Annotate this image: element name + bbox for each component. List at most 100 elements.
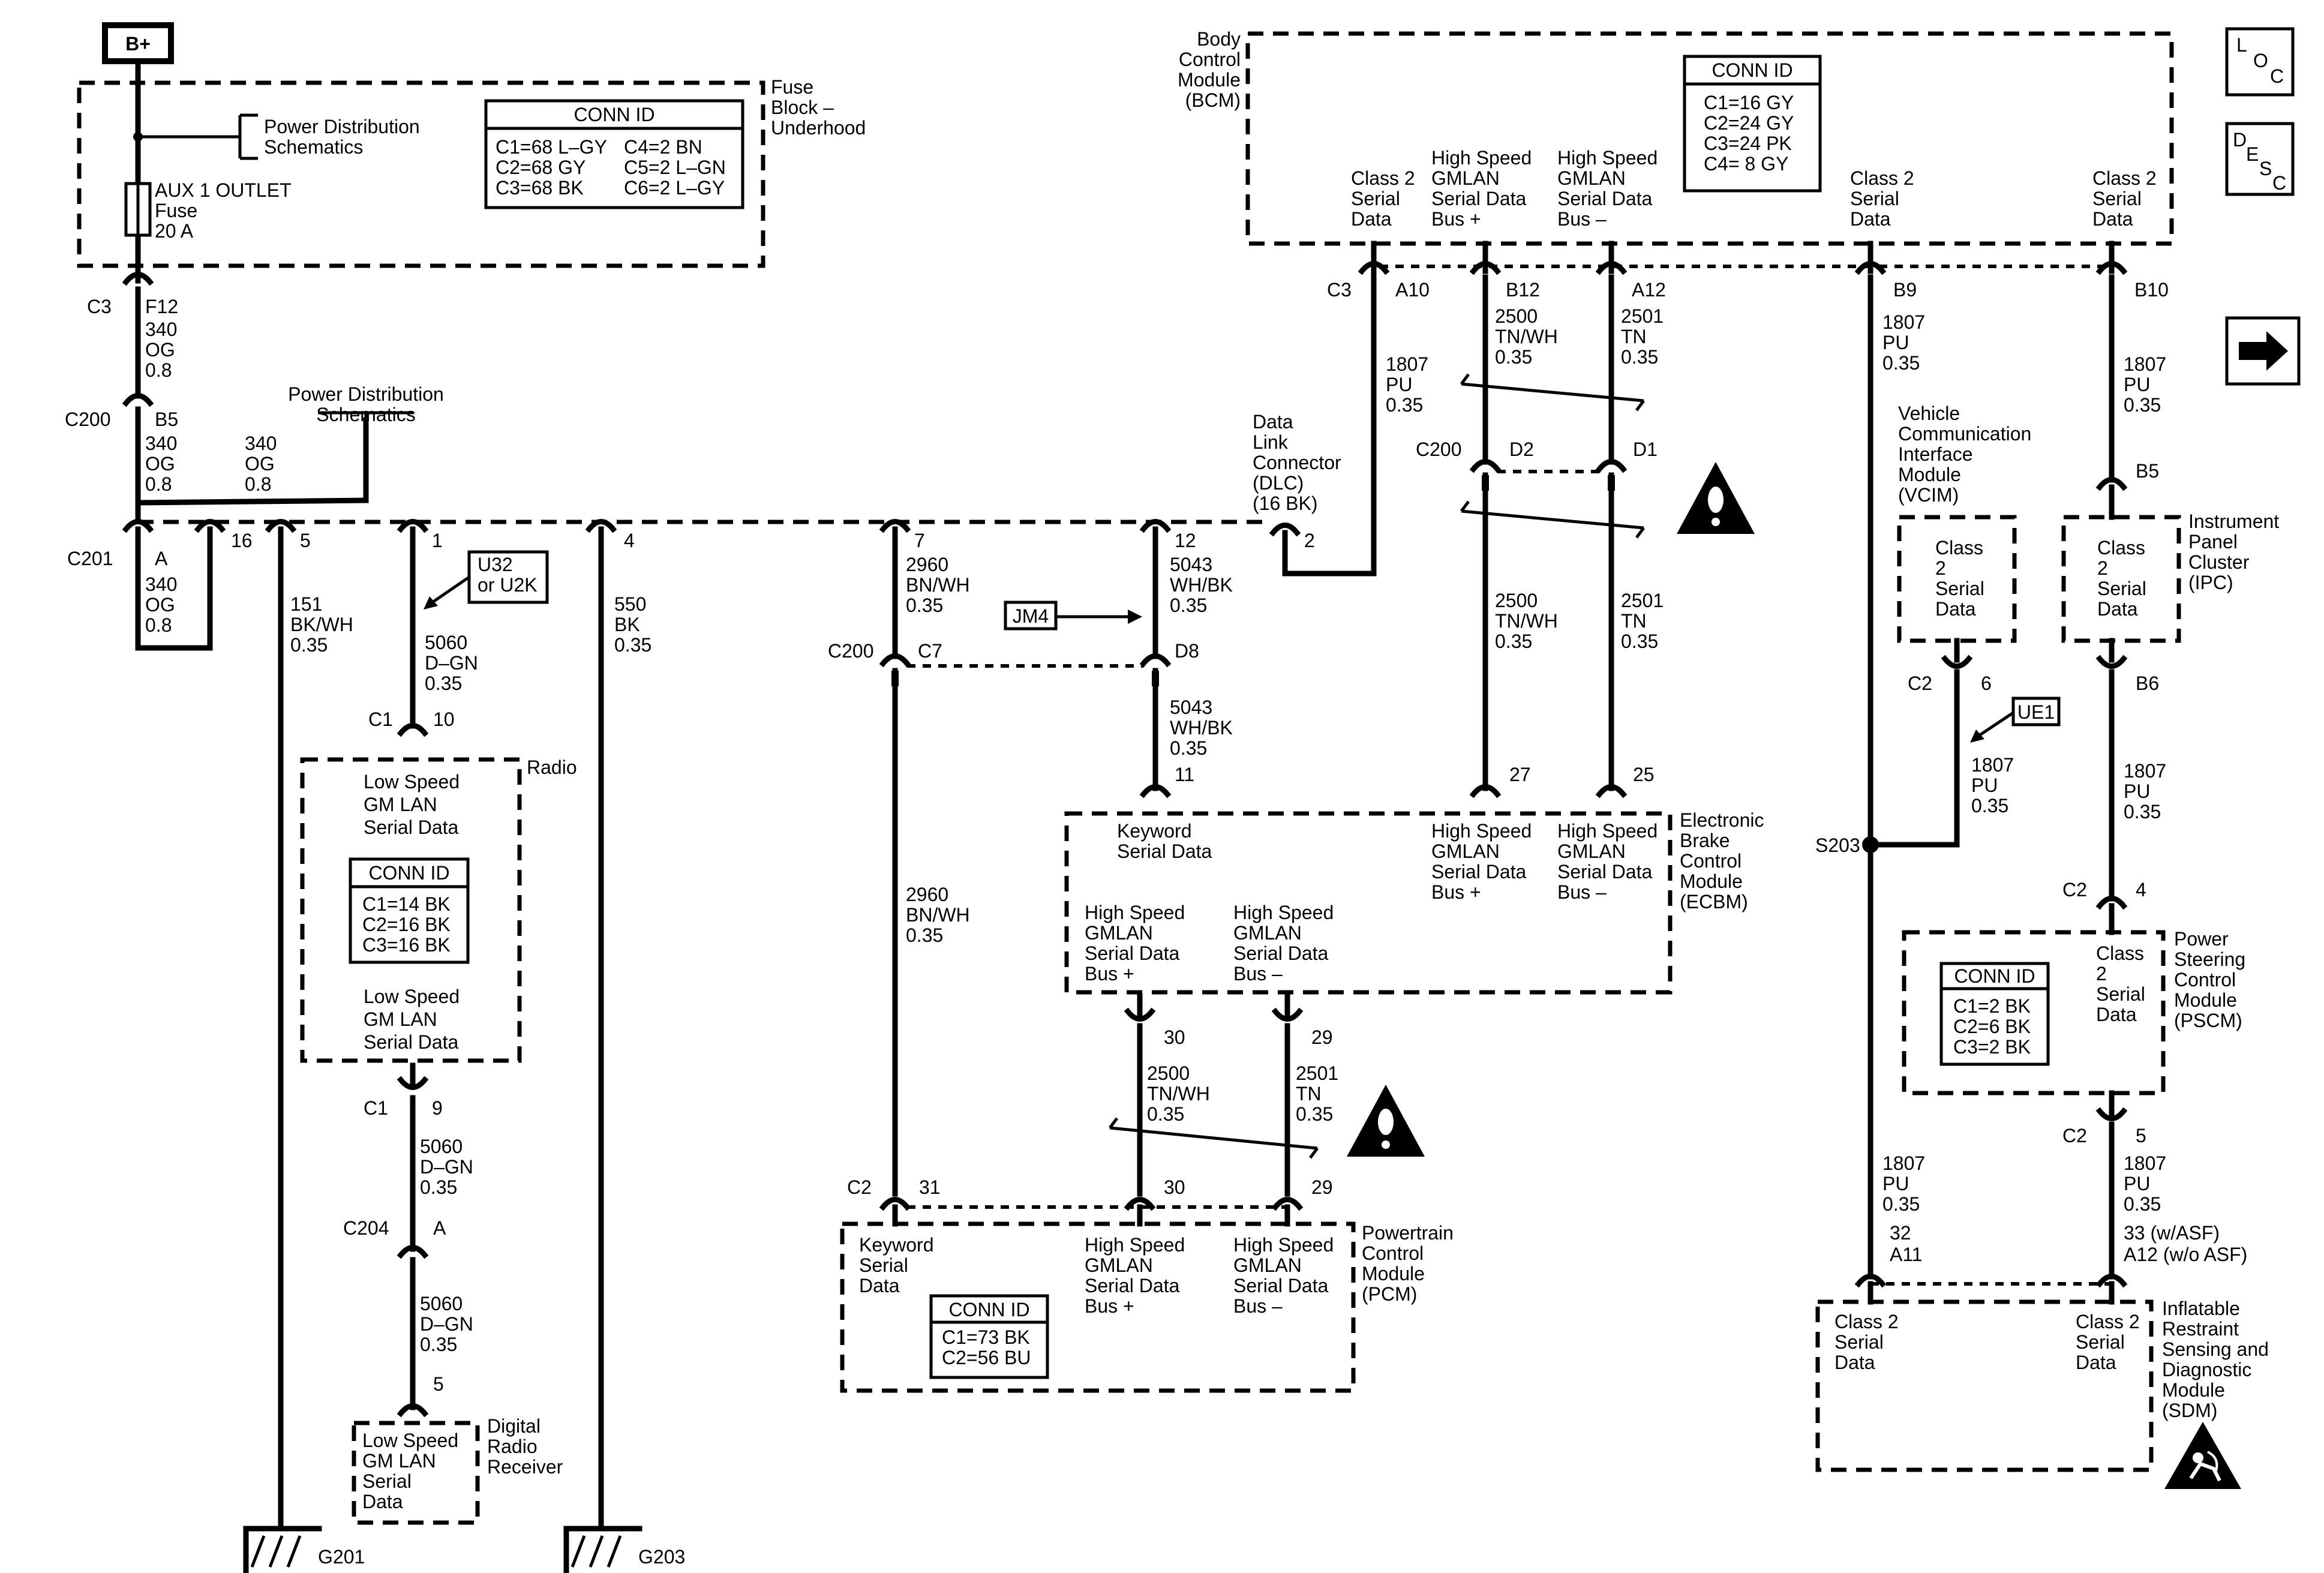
conn-id-title: CONN ID: [1954, 965, 2035, 987]
conn-row: C2=68 GY: [496, 157, 585, 178]
loc-letter: C: [2270, 65, 2284, 87]
pin-d1: D1: [1633, 439, 1658, 460]
pin-c200: C200: [65, 409, 111, 430]
splice-s203: S203: [1815, 834, 1860, 856]
pcm-conn-id: CONN ID C1=73 BK C2=56 BU: [929, 1294, 1049, 1379]
dlc-pin: 5: [300, 530, 311, 551]
pin-9: 9: [432, 1097, 443, 1119]
radio-conn-id: CONN ID C1=14 BK C2=16 BK C3=16 BK: [349, 857, 470, 964]
conn-id-title: CONN ID: [574, 104, 654, 125]
bcm-pin: B10: [2134, 279, 2169, 301]
desc-letter: E: [2246, 143, 2259, 165]
pin-c2b: C2: [2062, 1125, 2087, 1146]
bcm-pin: A10: [1395, 279, 1430, 301]
ecbm-pin: 27: [1509, 764, 1531, 785]
conn-id-title: CONN ID: [1712, 59, 1792, 81]
desc-icon[interactable]: D E S C: [2225, 122, 2295, 196]
warning-icon: [1677, 462, 1755, 534]
conn-id-title: CONN ID: [948, 1299, 1029, 1320]
conn-row: C1=16 GY: [1704, 92, 1794, 113]
conn-row: C2=56 BU: [942, 1347, 1031, 1368]
ecbm-pin: 30: [1164, 1026, 1185, 1048]
pin-a11: A11: [1890, 1244, 1923, 1265]
next-page-arrow-icon[interactable]: [2225, 316, 2301, 386]
jm4-label: JM4: [1013, 605, 1049, 627]
pin-c201: C201: [67, 548, 113, 569]
conn-row: C3=68 BK: [496, 177, 584, 199]
ground-g203: G203: [563, 1526, 685, 1573]
g203-label: G203: [638, 1546, 685, 1568]
pin-c1b: C1: [364, 1097, 388, 1119]
bcm-pin: B9: [1893, 279, 1917, 301]
pin-32: 32: [1890, 1222, 1911, 1244]
pin-5: 5: [433, 1373, 444, 1395]
dlc-pin: 16: [231, 530, 253, 551]
pin-b5: B5: [2136, 460, 2159, 482]
pin-a: A: [155, 548, 168, 569]
conn-row: C2=24 GY: [1704, 112, 1794, 134]
fuse-conn-id: CONN ID C1=68 L–GY C4=2 BN C2=68 GY C5=2…: [484, 99, 744, 209]
conn-row: C2=16 BK: [362, 914, 451, 935]
pin-33: 33 (w/ASF): [2124, 1222, 2220, 1244]
loc-icon[interactable]: L O C: [2225, 27, 2295, 97]
pin-c2: C2: [1908, 673, 1932, 694]
bcm-pin: B12: [1506, 279, 1540, 301]
conn-row: C6=2 L–GY: [624, 177, 725, 199]
conn-row: C2=6 BK: [1953, 1016, 2031, 1037]
pcm-pin: 29: [1311, 1176, 1333, 1198]
bcm-pin: A12: [1632, 279, 1666, 301]
desc-letter: S: [2259, 158, 2272, 179]
ground-g201: G201: [243, 1526, 365, 1573]
dlc-pin: 1: [432, 530, 443, 551]
conn-row: C1=68 L–GY: [496, 136, 607, 158]
conn-row: C1=14 BK: [362, 893, 451, 915]
ecbm-pin: 25: [1633, 764, 1655, 785]
pin-6: 6: [1981, 673, 1992, 694]
bplus-label: B+: [125, 33, 151, 55]
ue1-label: UE1: [2017, 701, 2055, 723]
ue1-tag: [2011, 697, 2061, 727]
